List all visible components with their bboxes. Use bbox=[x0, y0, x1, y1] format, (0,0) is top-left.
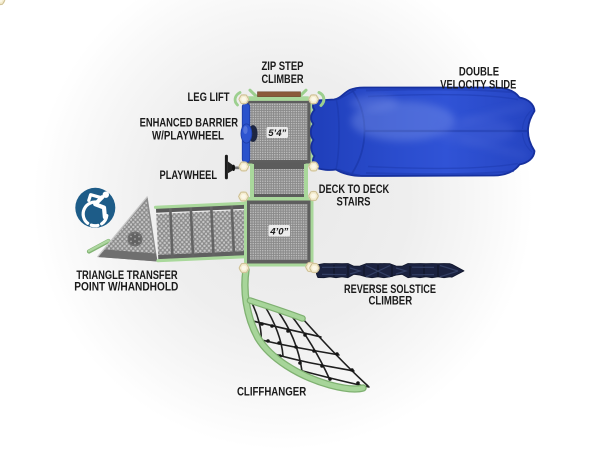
svg-text:PLAYWHEEL: PLAYWHEEL bbox=[160, 169, 218, 182]
svg-text:CLIMBER: CLIMBER bbox=[262, 73, 304, 86]
svg-text:CLIFFHANGER: CLIFFHANGER bbox=[237, 386, 307, 399]
svg-text:DOUBLE: DOUBLE bbox=[459, 66, 499, 79]
svg-text:VELOCITY SLIDE: VELOCITY SLIDE bbox=[440, 79, 516, 92]
svg-text:5’4”: 5’4” bbox=[268, 128, 286, 139]
svg-text:ZIP STEP: ZIP STEP bbox=[262, 60, 304, 73]
svg-text:4’0”: 4’0” bbox=[269, 226, 288, 237]
svg-text:W/PLAYWHEEL: W/PLAYWHEEL bbox=[152, 130, 224, 143]
svg-text:REVERSE SOLSTICE: REVERSE SOLSTICE bbox=[344, 283, 436, 296]
svg-text:TRIANGLE TRANSFER: TRIANGLE TRANSFER bbox=[76, 269, 178, 282]
svg-text:CLIMBER: CLIMBER bbox=[368, 295, 412, 308]
svg-text:DECK TO DECK: DECK TO DECK bbox=[319, 183, 390, 196]
svg-text:LEG LIFT: LEG LIFT bbox=[188, 91, 230, 104]
svg-text:POINT W/HANDHOLD: POINT W/HANDHOLD bbox=[74, 281, 178, 294]
svg-text:STAIRS: STAIRS bbox=[337, 196, 371, 209]
svg-text:ENHANCED BARRIER: ENHANCED BARRIER bbox=[140, 117, 239, 130]
